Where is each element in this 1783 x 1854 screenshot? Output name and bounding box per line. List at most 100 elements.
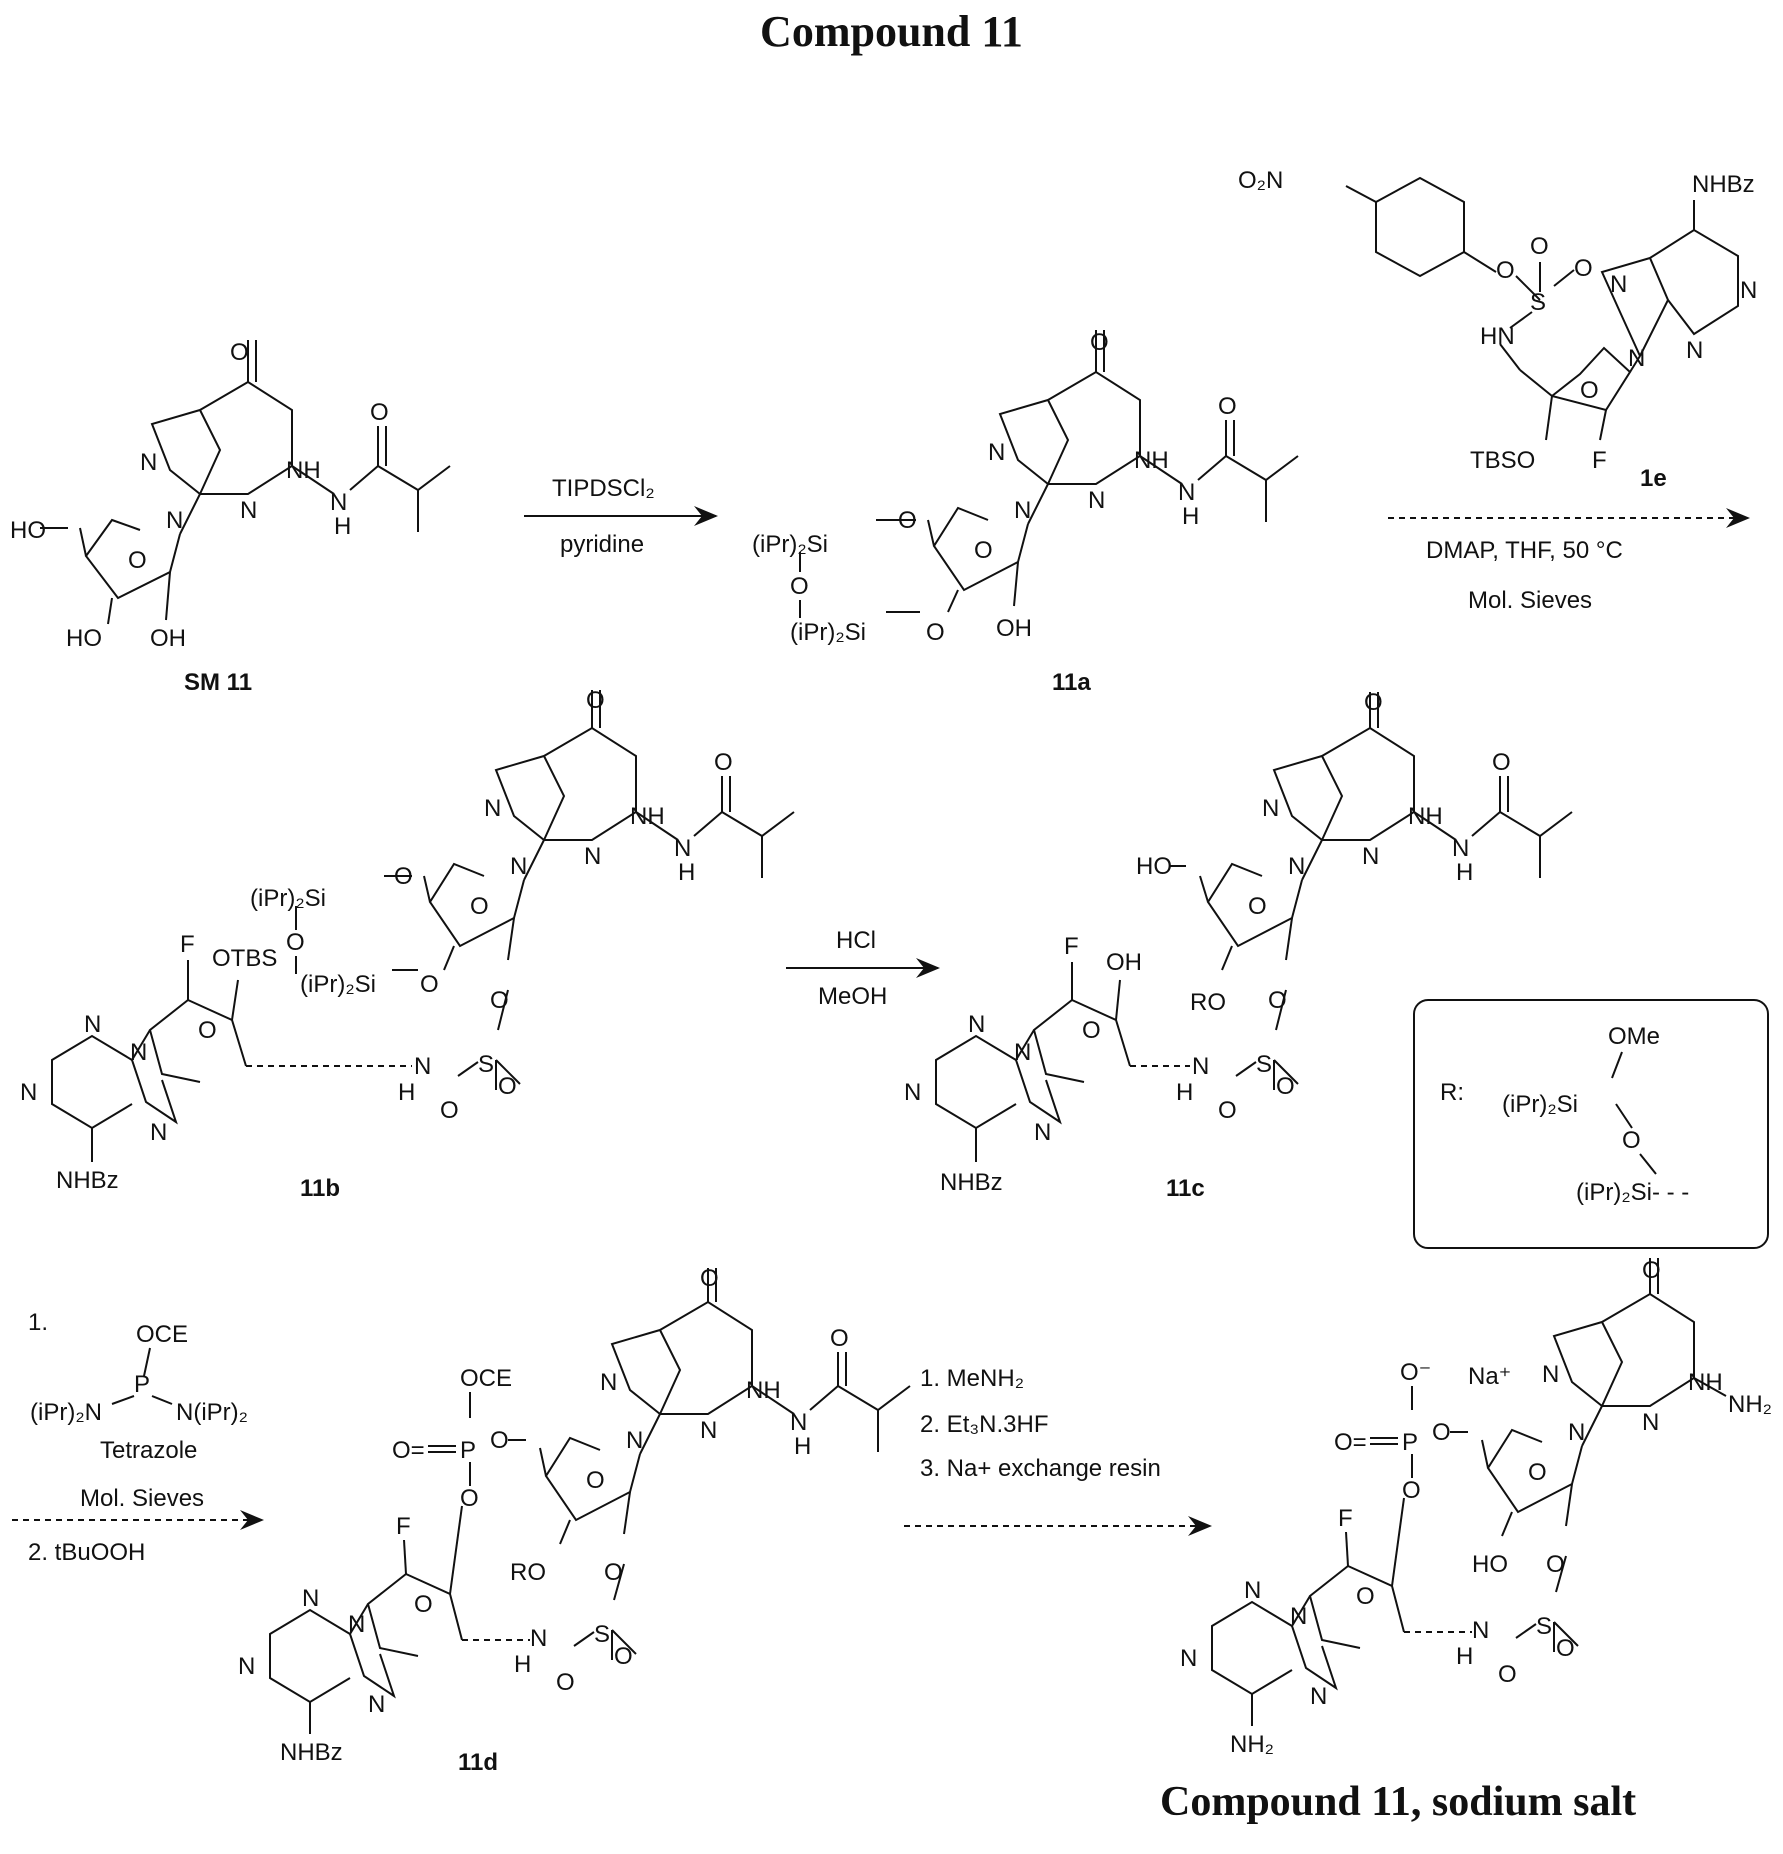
atom-N: N bbox=[368, 1691, 385, 1718]
atom-N: N bbox=[510, 853, 527, 880]
atom-O: O bbox=[420, 971, 439, 998]
atom-NH: NH bbox=[286, 457, 321, 484]
atom-N: N bbox=[130, 1039, 147, 1066]
atom-NH: NH bbox=[746, 1377, 781, 1404]
step4-additive: Mol. Sieves bbox=[80, 1485, 204, 1512]
atom-O: O bbox=[974, 537, 993, 564]
atom-iPr2Si: (iPr)₂Si bbox=[300, 971, 376, 998]
atom-N: N bbox=[1686, 337, 1703, 364]
atom-RO: RO bbox=[510, 1559, 546, 1586]
label-11c: 11c bbox=[1166, 1175, 1205, 1202]
atom-H: H bbox=[1456, 1643, 1473, 1670]
atom-O: O bbox=[230, 339, 249, 366]
atom-O: O bbox=[1528, 1459, 1547, 1486]
atom-O: O bbox=[604, 1559, 623, 1586]
atom-P: P bbox=[460, 1437, 476, 1464]
atom-O: O bbox=[1574, 255, 1593, 282]
step5-reagent-2: 2. Et₃N.3HF bbox=[920, 1411, 1048, 1438]
atom-HO: HO bbox=[66, 625, 102, 652]
atom-OH: OH bbox=[996, 615, 1032, 642]
atom-F: F bbox=[1338, 1505, 1353, 1532]
r-group-box: R: OMe (iPr)₂Si O (iPr)₂Si- - - bbox=[1414, 1000, 1768, 1248]
atom-N: N bbox=[240, 497, 257, 524]
atom-S: S bbox=[1530, 289, 1546, 316]
atom-NH2: NH₂ bbox=[1728, 1391, 1772, 1418]
step1-solvent: pyridine bbox=[560, 531, 644, 558]
atom-iPr2Si: (iPr)₂Si bbox=[790, 619, 866, 646]
atom-HO: HO bbox=[1472, 1551, 1508, 1578]
atom-S: S bbox=[1536, 1613, 1552, 1640]
atom-HO: HO bbox=[10, 517, 46, 544]
atom-N: N bbox=[1014, 497, 1031, 524]
atom-O: O bbox=[1082, 1017, 1101, 1044]
phosphoramidite-reagent: 1. OCE P (iPr)₂N N(iPr)₂ bbox=[28, 1309, 248, 1426]
atom-iPr2Si: (iPr)₂Si bbox=[1502, 1091, 1578, 1118]
atom-H: H bbox=[1182, 503, 1199, 530]
atom-S: S bbox=[478, 1051, 494, 1078]
atom-O: O bbox=[898, 507, 917, 534]
atom-O: O bbox=[790, 573, 809, 600]
atom-O: O bbox=[1546, 1551, 1565, 1578]
atom-N: N bbox=[484, 795, 501, 822]
atom-O2N: O₂N bbox=[1238, 167, 1283, 194]
atom-O: O bbox=[1642, 1257, 1661, 1284]
atom-O: O bbox=[440, 1097, 459, 1124]
label-sm11: SM 11 bbox=[184, 669, 252, 696]
step4-number-1: 1. bbox=[28, 1309, 48, 1336]
atom-N: N bbox=[584, 843, 601, 870]
atom-O: O bbox=[1356, 1583, 1375, 1610]
atom-N: N bbox=[1288, 853, 1305, 880]
atom-HO: HO bbox=[1136, 853, 1172, 880]
atom-NHBz: NHBz bbox=[1692, 171, 1755, 198]
structure-11b: O N NH N N N H O O O (iPr)₂Si O (iPr)₂Si… bbox=[20, 687, 794, 1202]
atom-Oeq: O= bbox=[392, 1437, 425, 1464]
atom-NH2: NH₂ bbox=[1230, 1731, 1274, 1758]
atom-N: N bbox=[1180, 1645, 1197, 1672]
atom-N: N bbox=[674, 835, 691, 862]
atom-OTBS: OTBS bbox=[212, 945, 277, 972]
label-11a: 11a bbox=[1052, 669, 1091, 696]
atom-O: O bbox=[1498, 1661, 1517, 1688]
atom-iPr2Si: (iPr)₂Si bbox=[250, 885, 326, 912]
atom-O-minus: O⁻ bbox=[1400, 1359, 1431, 1386]
atom-F: F bbox=[180, 931, 195, 958]
atom-O: O bbox=[370, 399, 389, 426]
atom-Si-attachment: (iPr)₂Si- - - bbox=[1576, 1179, 1689, 1206]
atom-N: N bbox=[20, 1079, 37, 1106]
atom-N: N bbox=[626, 1427, 643, 1454]
atom-HN: HN bbox=[1480, 323, 1515, 350]
atom-N: N bbox=[1178, 479, 1195, 506]
atom-N: N bbox=[1290, 1603, 1307, 1630]
atom-N: N bbox=[1310, 1683, 1327, 1710]
atom-O: O bbox=[414, 1591, 433, 1618]
atom-S: S bbox=[594, 1621, 610, 1648]
atom-OMe: OMe bbox=[1608, 1023, 1660, 1050]
atom-N: N bbox=[150, 1119, 167, 1146]
atom-NHBz: NHBz bbox=[940, 1169, 1003, 1196]
atom-N: N bbox=[1628, 345, 1645, 372]
atom-iPr2N: (iPr)₂N bbox=[30, 1399, 102, 1426]
atom-iPr2Si: (iPr)₂Si bbox=[752, 531, 828, 558]
atom-N: N bbox=[1610, 271, 1627, 298]
atom-H: H bbox=[678, 859, 695, 886]
atom-O: O bbox=[286, 929, 305, 956]
atom-N: N bbox=[1244, 1577, 1261, 1604]
atom-RO: RO bbox=[1190, 989, 1226, 1016]
atom-N: N bbox=[904, 1079, 921, 1106]
step5-reagent-3: 3. Na+ exchange resin bbox=[920, 1455, 1161, 1482]
atom-O: O bbox=[1276, 1073, 1295, 1100]
atom-O: O bbox=[470, 893, 489, 920]
atom-P: P bbox=[1402, 1429, 1418, 1456]
atom-N: N bbox=[790, 1409, 807, 1436]
atom-N: N bbox=[238, 1653, 255, 1680]
atom-N: N bbox=[1034, 1119, 1051, 1146]
atom-H: H bbox=[514, 1651, 531, 1678]
atom-OCE: OCE bbox=[136, 1321, 188, 1348]
atom-NHBz: NHBz bbox=[56, 1167, 119, 1194]
atom-N: N bbox=[330, 489, 347, 516]
label-11d: 11d bbox=[458, 1749, 498, 1776]
atom-N: N bbox=[1568, 1419, 1585, 1446]
label-11b: 11b bbox=[300, 1175, 340, 1202]
atom-N: N bbox=[1014, 1039, 1031, 1066]
atom-O: O bbox=[1090, 329, 1109, 356]
